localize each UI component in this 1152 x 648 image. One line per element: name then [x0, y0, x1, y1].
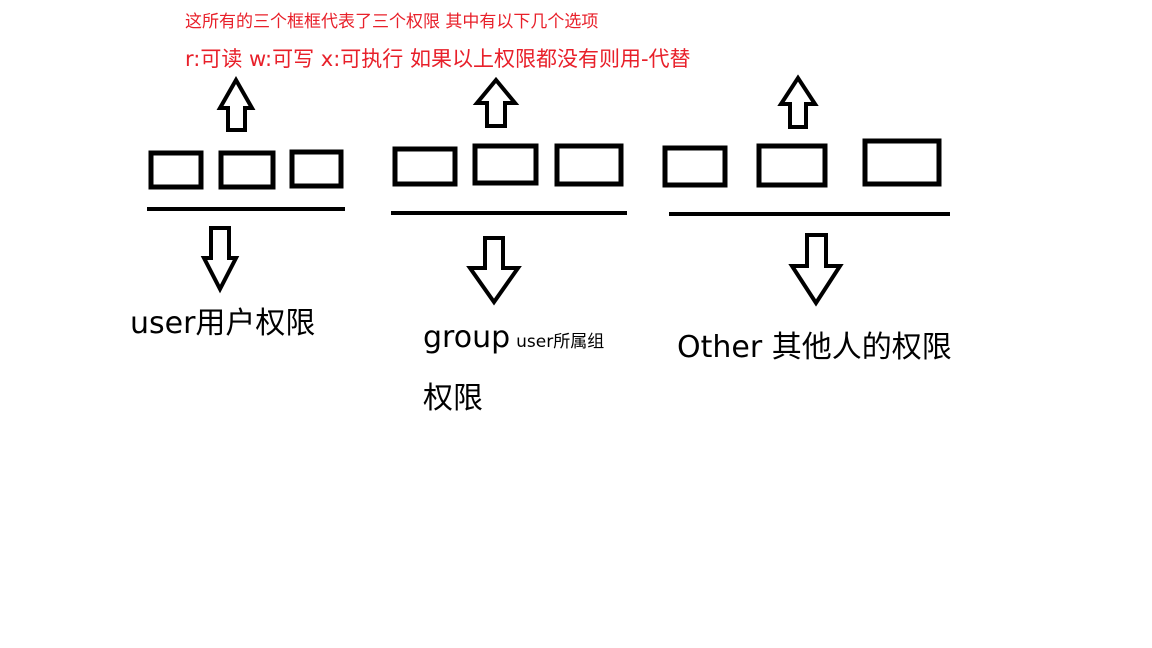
group-label-main: group [423, 320, 511, 355]
note-options: r:可读 w:可写 x:可执行 如果以上权限都没有则用-代替 [185, 47, 691, 71]
group-read-box [392, 146, 458, 187]
group-permission-group [391, 76, 627, 306]
user-permission-group [147, 75, 345, 294]
down-arrow-icon [200, 226, 240, 294]
down-arrow-icon [466, 236, 522, 306]
user-read-box [148, 150, 204, 190]
other-permission-label: Other 其他人的权限 [677, 330, 952, 365]
note-title: 这所有的三个框框代表了三个权限 其中有以下几个选项 [185, 12, 599, 32]
group-permission-label-line2: 权限 [423, 381, 483, 416]
other-write-box [756, 143, 828, 188]
group-write-box [472, 143, 539, 186]
other-read-box [662, 145, 728, 188]
other-execute-box [862, 138, 942, 187]
user-execute-box [289, 149, 344, 189]
down-arrow-icon [788, 233, 844, 307]
group-execute-box [554, 143, 624, 187]
up-arrow-icon [777, 74, 819, 129]
user-write-box [218, 150, 276, 190]
user-permission-label: user用户权限 [130, 306, 316, 341]
group-label-small: user所属组 [516, 332, 605, 352]
other-permission-group [662, 74, 950, 307]
up-arrow-icon [472, 76, 520, 128]
up-arrow-icon [216, 75, 256, 132]
